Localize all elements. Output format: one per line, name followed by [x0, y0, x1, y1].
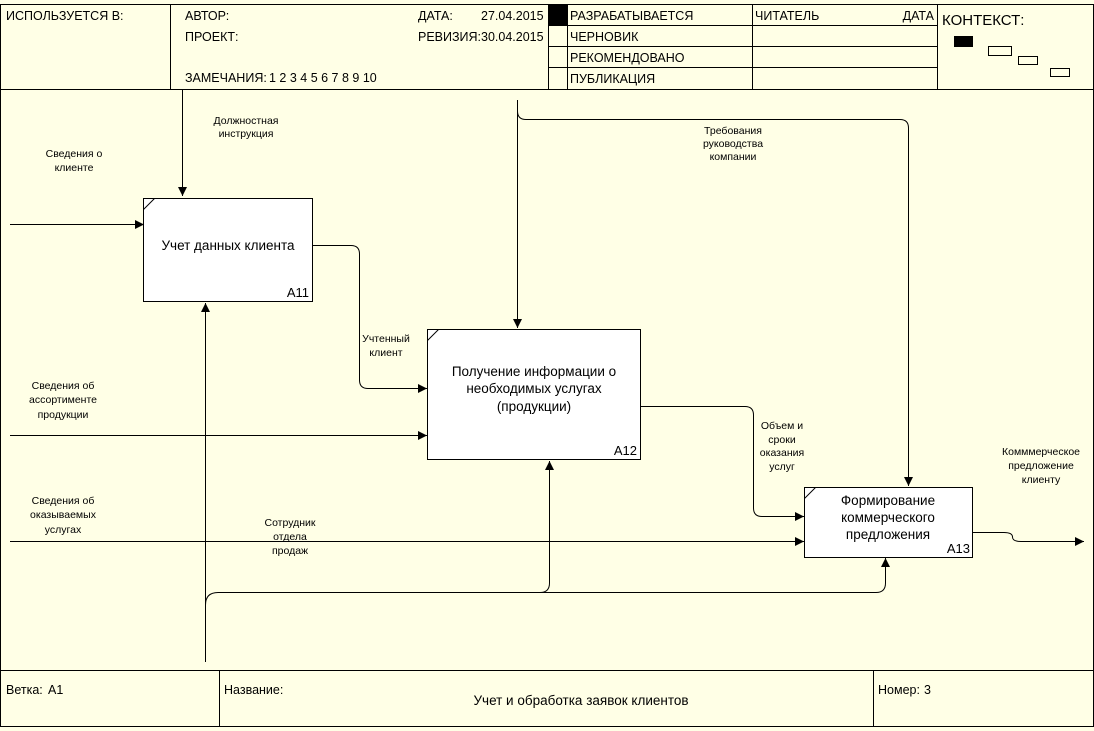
revision-value: 30.04.2015: [481, 30, 544, 44]
activity-a11-title: Учет данных клиента: [161, 238, 295, 253]
svg-text:Сведения об: Сведения об: [32, 380, 95, 392]
status-current-marker: [549, 5, 567, 25]
svg-text:отдела: отдела: [273, 531, 307, 543]
reader-label: ЧИТАТЕЛЬ: [755, 9, 819, 23]
svg-text:Учтенный: Учтенный: [362, 333, 410, 345]
svg-text:Сведения об: Сведения об: [32, 495, 95, 507]
label-services-info: Сведения об оказываемых услугах: [30, 495, 97, 536]
author-label: АВТОР:: [185, 9, 229, 23]
notes-label: ЗАМЕЧАНИЯ:: [185, 71, 267, 85]
label-job-instruction: Должностная инструкция: [213, 115, 278, 140]
svg-text:предложение: предложение: [1008, 460, 1074, 472]
svg-text:Требования: Требования: [704, 125, 762, 137]
arrow-sales-employee-to-a12: [539, 461, 554, 593]
footer-frame: [0, 670, 1094, 727]
svg-text:Сотрудник: Сотрудник: [264, 517, 315, 529]
svg-text:продаж: продаж: [272, 545, 308, 557]
status-publication: ПУБЛИКАЦИЯ: [570, 72, 655, 86]
label-commercial-offer: Комммерческое предложение клиенту: [1002, 446, 1080, 486]
arrow-volume-terms: [641, 406, 804, 521]
activity-a13-title-line2: коммерческого: [841, 510, 935, 525]
activity-a12-title-line3: (продукции): [497, 399, 571, 414]
context-label: КОНТЕКСТ:: [942, 12, 1024, 29]
svg-text:Объем и: Объем и: [761, 420, 803, 432]
date-label: ДАТА:: [418, 9, 453, 23]
svg-text:оказания: оказания: [760, 447, 804, 459]
svg-text:сроки: сроки: [768, 434, 796, 446]
arrows: [10, 90, 1084, 662]
svg-text:Должностная: Должностная: [213, 115, 278, 127]
status-recommended: РЕКОМЕНДОВАНО: [570, 51, 685, 65]
project-label: ПРОЕКТ:: [185, 30, 239, 44]
svg-text:ассортименте: ассортименте: [29, 394, 97, 406]
footer-number-label: Номер:: [878, 683, 920, 697]
footer-name-label: Название:: [224, 683, 283, 697]
svg-text:Комммерческое: Комммерческое: [1002, 446, 1080, 458]
arrow-commercial-offer: [973, 532, 1084, 546]
revision-label: РЕВИЗИЯ:: [418, 30, 481, 44]
activity-a11-code: A11: [287, 285, 309, 300]
label-management-requirements: Требования руководства компании: [703, 125, 763, 163]
activity-a12-code: A12: [614, 443, 637, 458]
activity-a12-title-line2: необходимых услугах: [466, 381, 602, 396]
activity-a13-title-line1: Формирование: [841, 493, 935, 508]
footer-number-value: 3: [924, 683, 931, 697]
reader-date-label: ДАТА: [903, 9, 935, 23]
svg-text:оказываемых: оказываемых: [30, 509, 97, 521]
svg-text:услугах: услугах: [45, 524, 82, 536]
label-volume-terms: Объем и сроки оказания услуг: [760, 420, 804, 473]
status-developing: РАЗРАБАТЫВАЕТСЯ: [570, 9, 693, 23]
activity-box-a12[interactable]: Получение информации о необходимых услуг…: [427, 329, 641, 460]
svg-text:Сведения о: Сведения о: [46, 148, 103, 160]
activity-a13-code: A13: [947, 541, 970, 556]
svg-text:руководства: руководства: [703, 138, 763, 150]
activity-box-a13[interactable]: Формирование коммерческого предложения A…: [804, 487, 973, 558]
arrow-requirements-to-a13: [517, 100, 913, 486]
svg-text:клиенте: клиенте: [55, 162, 94, 174]
svg-text:продукции: продукции: [38, 409, 89, 421]
label-recorded-client: Учтенный клиент: [362, 333, 410, 359]
used-in-label: ИСПОЛЬЗУЕТСЯ В:: [6, 9, 124, 23]
footer-name-value: Учет и обработка заявок клиентов: [473, 693, 688, 708]
status-draft: ЧЕРНОВИК: [570, 30, 639, 44]
svg-text:инструкция: инструкция: [219, 128, 274, 140]
label-assortment-info: Сведения об ассортименте продукции: [29, 380, 97, 421]
footer-branch-value: A1: [48, 683, 63, 697]
label-client-info: Сведения о клиенте: [46, 148, 103, 174]
label-sales-employee: Сотрудник отдела продаж: [264, 517, 315, 557]
context-thumbnail: [954, 36, 1070, 77]
svg-text:услуг: услуг: [769, 461, 795, 473]
footer-branch-label: Ветка:: [6, 683, 43, 697]
svg-text:компании: компании: [710, 151, 757, 163]
activity-box-a11[interactable]: Учет данных клиента A11: [143, 198, 313, 302]
svg-text:клиенту: клиенту: [1022, 474, 1061, 486]
arrow-sales-employee-bus: [205, 558, 890, 606]
notes-numbers: 1 2 3 4 5 6 7 8 9 10: [269, 71, 377, 85]
activity-a13-title-line3: предложения: [846, 527, 930, 542]
arrow-recorded-client: [313, 245, 427, 393]
svg-text:клиент: клиент: [369, 347, 402, 359]
activity-a12-title-line1: Получение информации о: [452, 364, 616, 379]
date-value: 27.04.2015: [481, 9, 544, 23]
